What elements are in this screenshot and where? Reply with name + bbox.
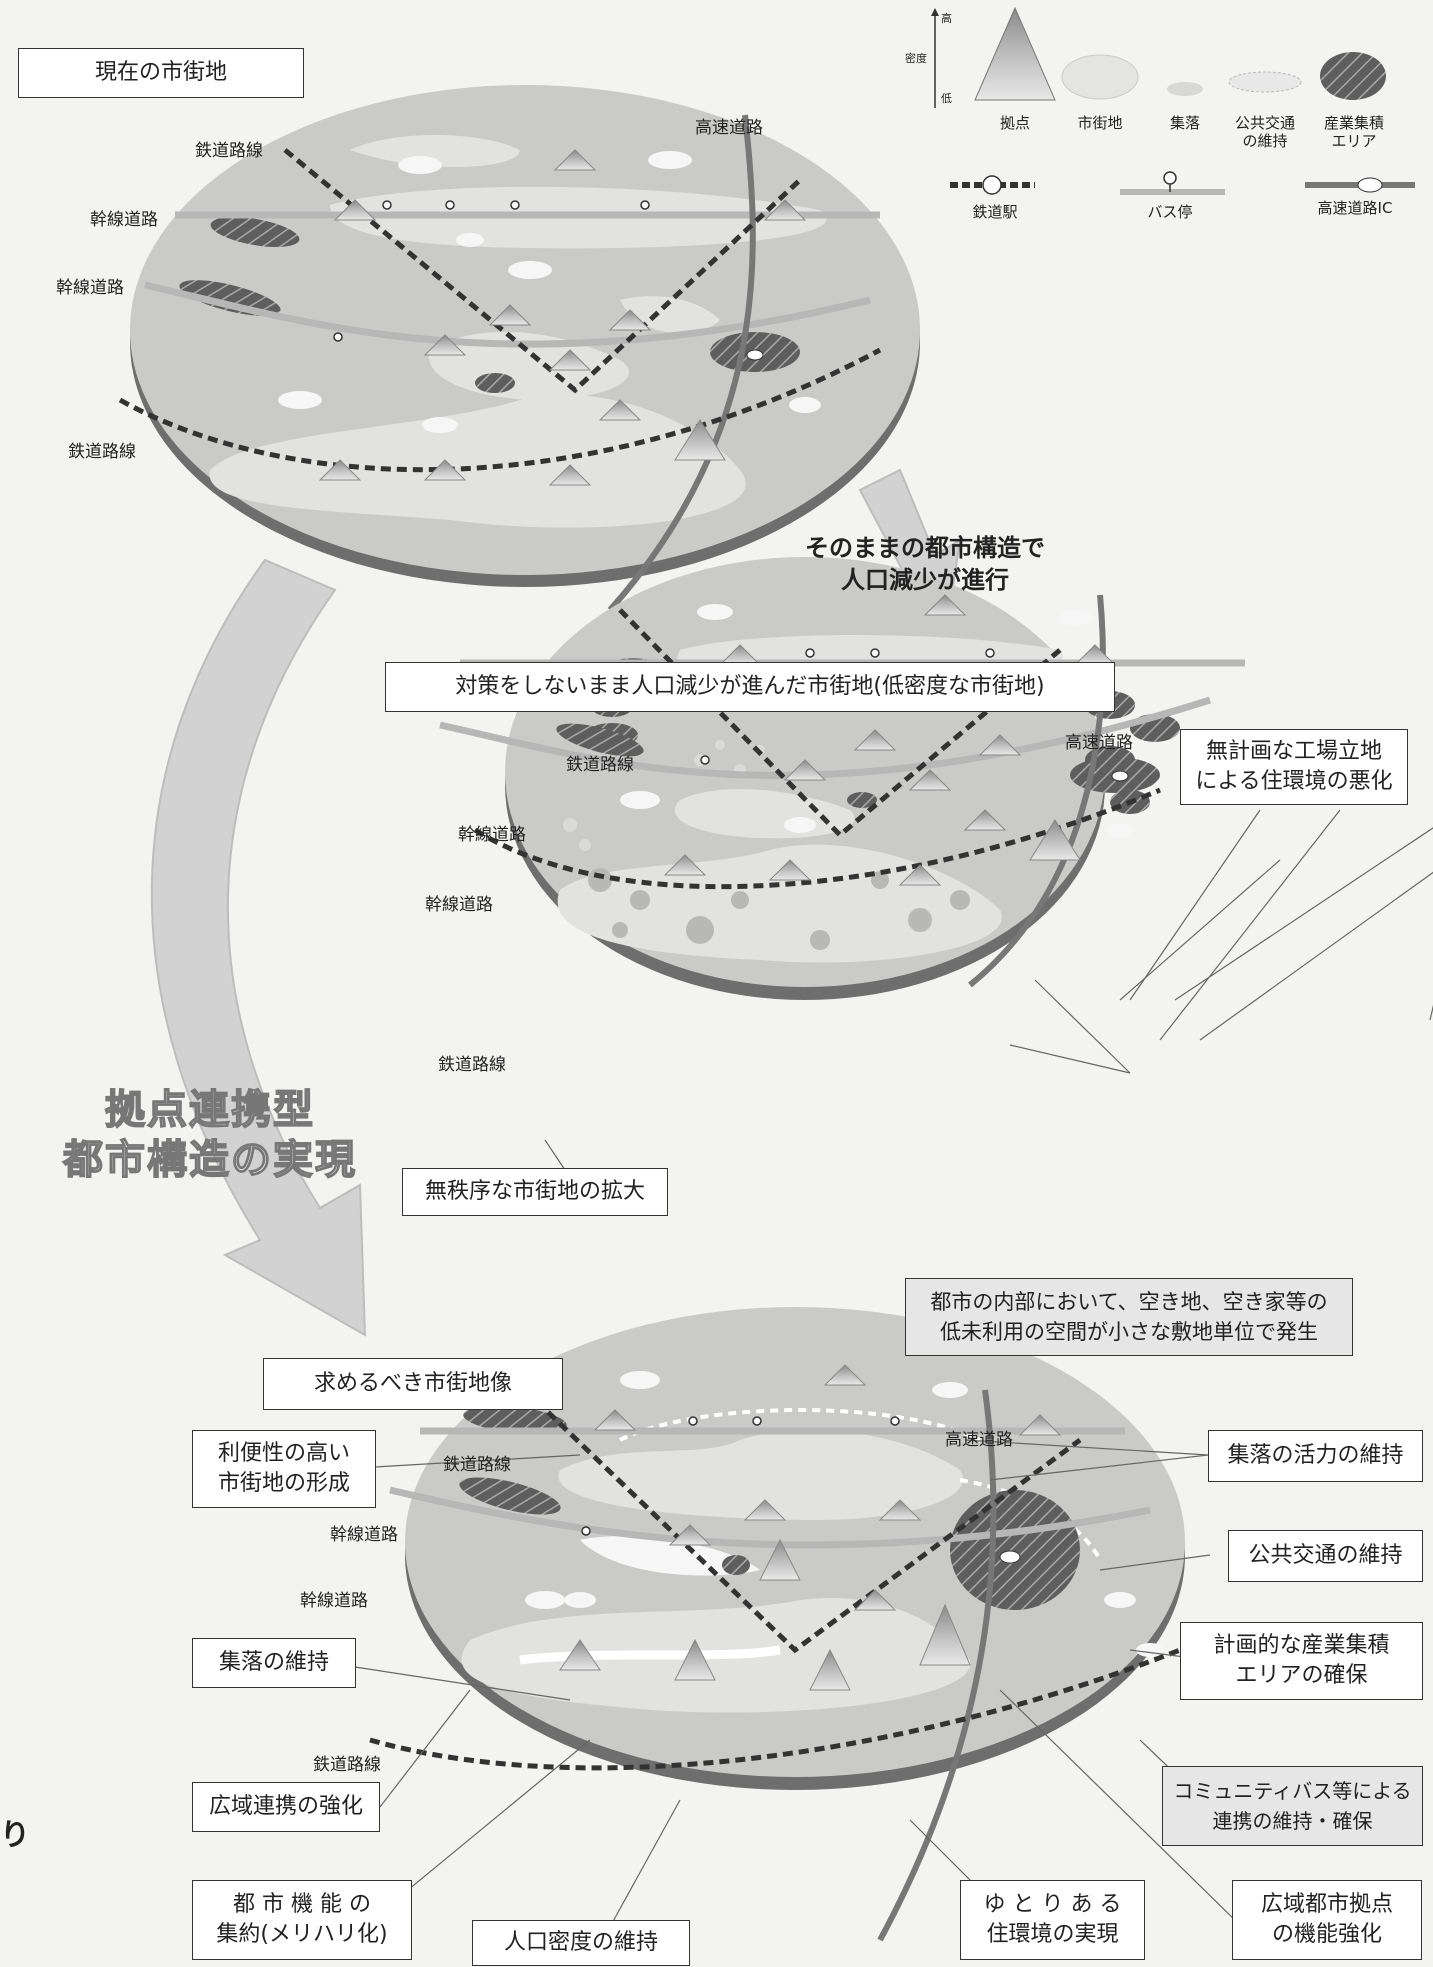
callout-hub: 広域都市拠点 の機能強化 <box>1232 1880 1422 1960</box>
callout-transit-keep: 公共交通の維持 <box>1228 1530 1423 1582</box>
label-trunk-road-1a: 幹線道路 <box>90 205 158 230</box>
label-railway-3a: 鉄道路線 <box>443 1450 511 1475</box>
section-title-current: 現在の市街地 <box>18 48 304 98</box>
legend-density-high: 高 <box>941 10 952 28</box>
realize-arrow-text: 拠点連携型 都市構造の実現 <box>55 1085 365 1185</box>
callout-wide-area: 広域連携の強化 <box>192 1782 380 1832</box>
label-expressway-1: 高速道路 <box>695 113 763 138</box>
callout-density: 人口密度の維持 <box>472 1920 690 1966</box>
label-trunk-road-2a: 幹線道路 <box>458 820 526 845</box>
legend-transit: 公共交通 の維持 <box>1225 114 1305 150</box>
legend-industry: 産業集積 エリア <box>1315 114 1393 150</box>
section-title-unplanned: 対策をしないまま人口減少が進んだ市街地(低密度な市街地) <box>385 662 1115 712</box>
legend-ic: 高速道路IC <box>1295 199 1415 217</box>
legend-bus: バス停 <box>1130 203 1210 221</box>
label-railway-2a: 鉄道路線 <box>566 750 634 775</box>
legend-density-low: 低 <box>941 90 952 108</box>
disc-unplanned <box>440 557 1245 1000</box>
callout-village-keep: 集落の維持 <box>192 1638 356 1688</box>
callout-village-vital: 集落の活力の維持 <box>1208 1430 1423 1482</box>
legend-density-label: 密度 <box>905 50 927 68</box>
label-expressway-3: 高速道路 <box>945 1425 1013 1450</box>
legend-base: 拠点 <box>975 114 1055 132</box>
callout-industry-plan: 計画的な産業集積 エリアの確保 <box>1180 1622 1423 1700</box>
legend-urban: 市街地 <box>1062 114 1138 132</box>
legend-station: 鉄道駅 <box>955 203 1035 221</box>
legend-village: 集落 <box>1150 114 1220 132</box>
label-trunk-road-2b: 幹線道路 <box>425 890 493 915</box>
callout-sprawl: 無秩序な市街地の拡大 <box>402 1168 668 1216</box>
label-trunk-road-1b: 幹線道路 <box>56 273 124 298</box>
callout-vacant: 都市の内部において、空き地、空き家等の 低未利用の空間が小さな敷地単位で発生 <box>905 1278 1353 1356</box>
label-expressway-2: 高速道路 <box>1065 728 1133 753</box>
callout-compact: 都 市 機 能 の 集約(メリハリ化) <box>192 1880 412 1960</box>
label-railway-1a: 鉄道路線 <box>195 136 263 161</box>
realize-arrow <box>152 560 365 1335</box>
callout-convenient: 利便性の高い 市街地の形成 <box>192 1430 376 1508</box>
callout-comfort: ゆ と り あ る 住環境の実現 <box>960 1880 1145 1960</box>
section-title-target: 求めるべき市街地像 <box>263 1358 563 1410</box>
decline-arrow-text: そのままの都市構造で 人口減少が進行 <box>795 532 1055 596</box>
legend-graphics <box>931 8 1415 194</box>
label-railway-1b: 鉄道路線 <box>68 437 136 462</box>
callout-factory: 無計画な工場立地 による住環境の悪化 <box>1180 729 1408 805</box>
label-trunk-road-3a: 幹線道路 <box>330 1520 398 1545</box>
label-railway-2b: 鉄道路線 <box>438 1050 506 1075</box>
label-railway-3b: 鉄道路線 <box>313 1750 381 1775</box>
label-trunk-road-3b: 幹線道路 <box>300 1586 368 1611</box>
callout-community-bus: コミュニティバス等による 連携の維持・確保 <box>1162 1766 1423 1846</box>
margin-char: り <box>0 1810 30 1854</box>
